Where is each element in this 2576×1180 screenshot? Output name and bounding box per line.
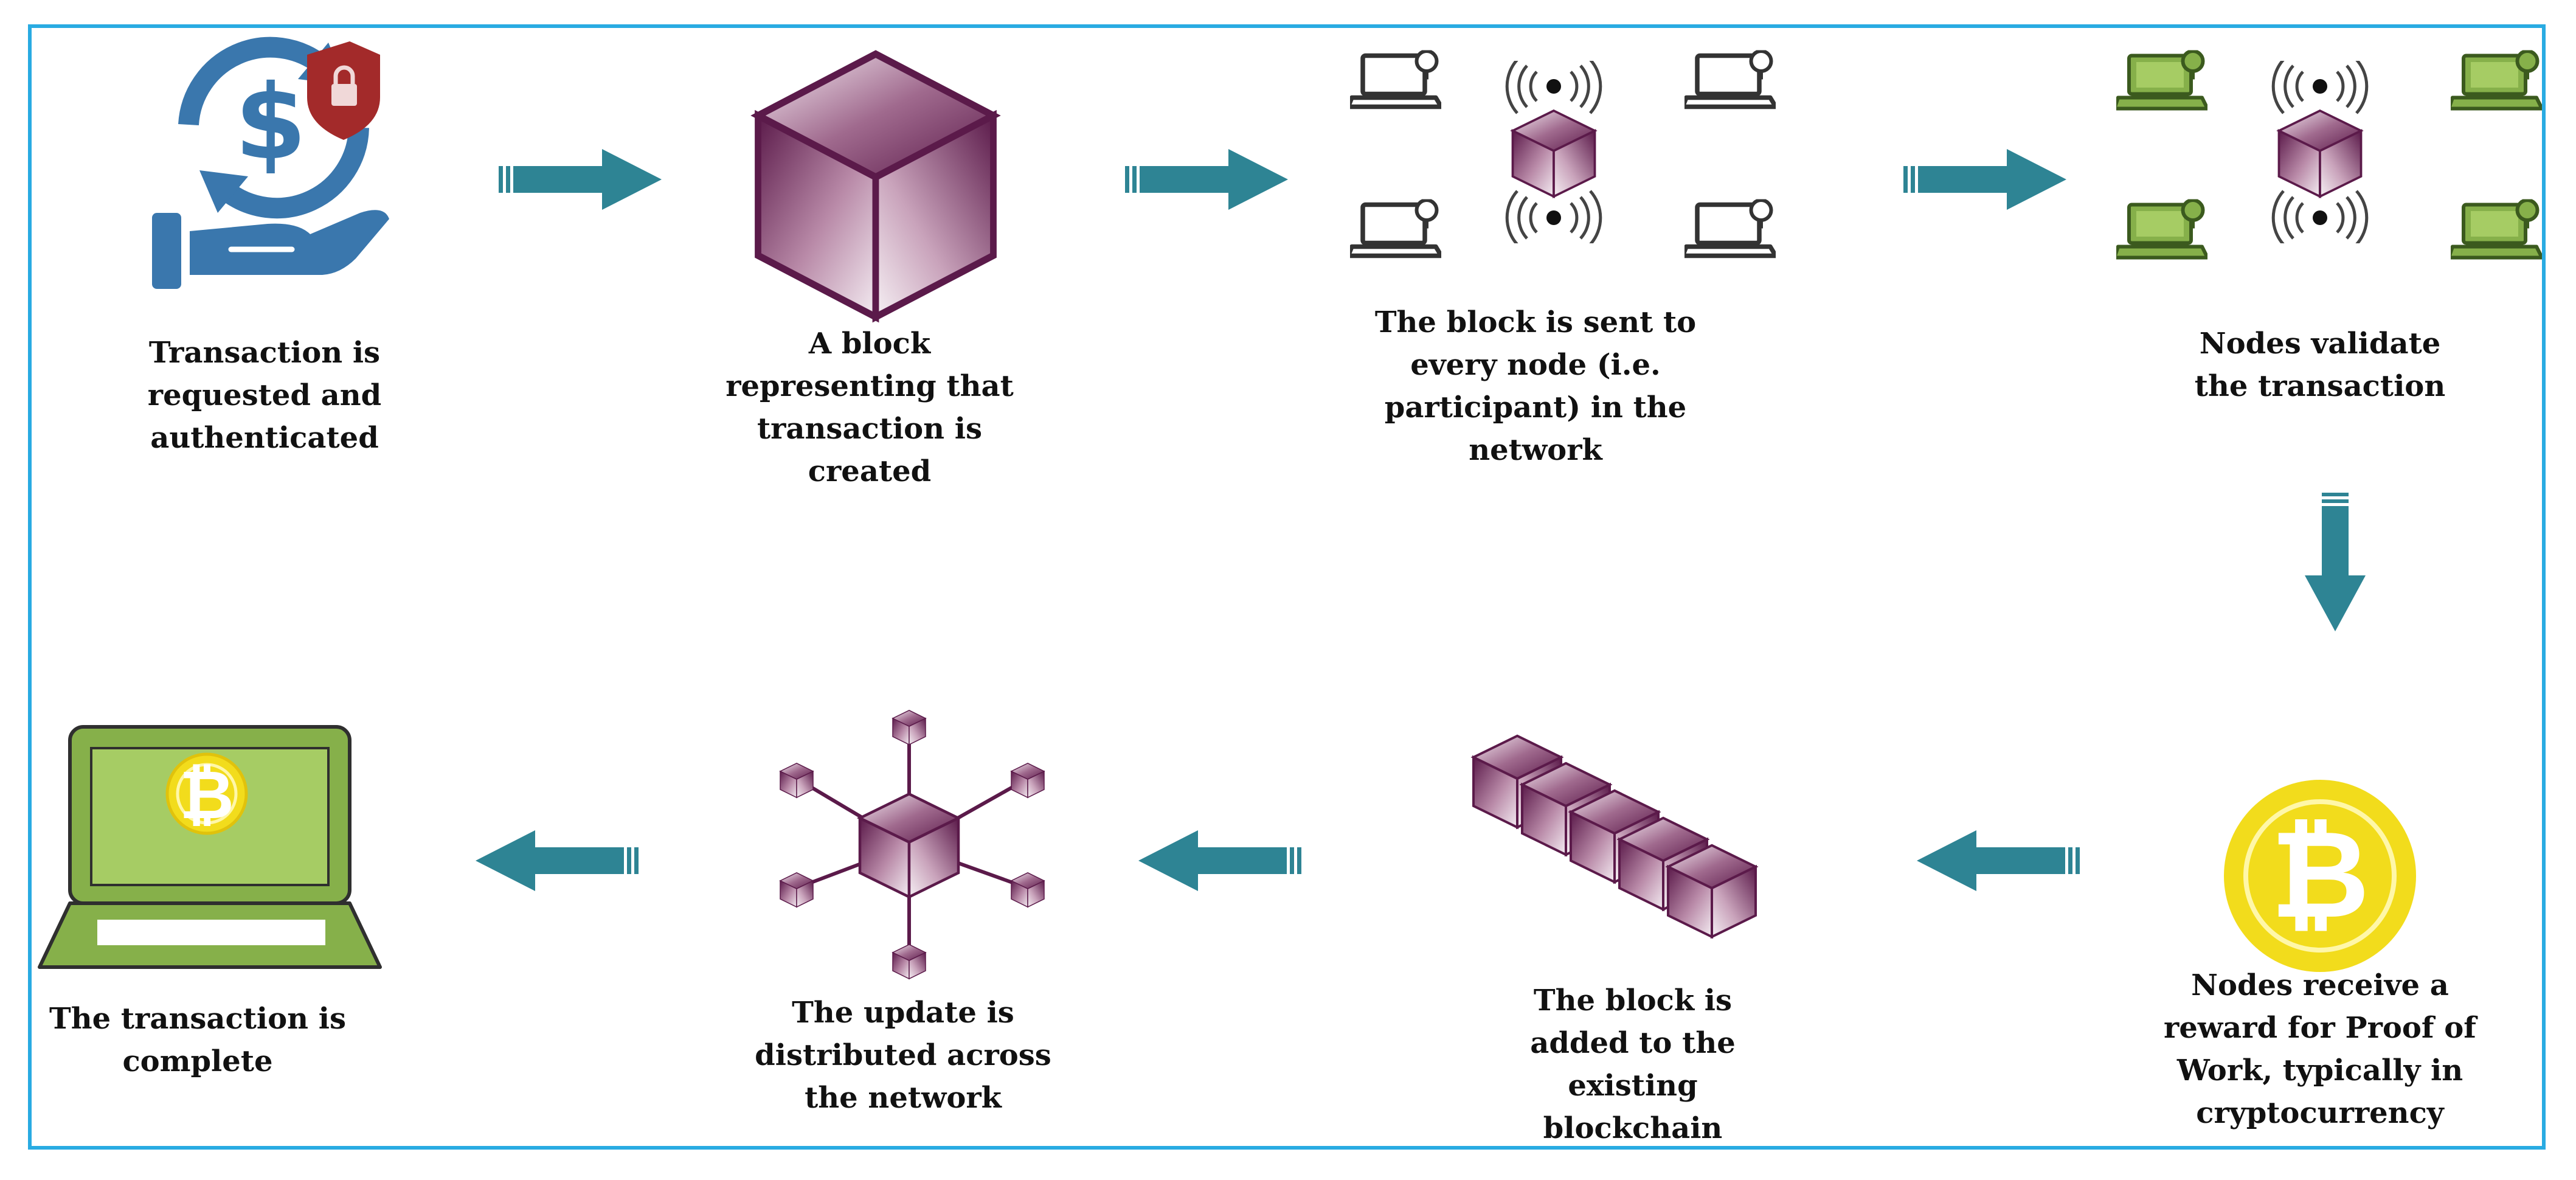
- step-request-caption: Transaction is requested and authenticat…: [147, 336, 382, 455]
- laptop-node-icon: [1684, 49, 1776, 116]
- diagram-frame: [28, 24, 2546, 1150]
- svg-text:₿: ₿: [2271, 804, 2370, 946]
- svg-text:₿: ₿: [179, 756, 234, 834]
- step-add-caption: The block is added to the existing block…: [1530, 984, 1736, 1145]
- laptop-node-icon: [1350, 198, 1441, 265]
- laptop-node-green-icon: [2116, 198, 2207, 265]
- laptop-node-icon: [1684, 198, 1776, 265]
- step-distribute-caption: The update is distributed across the net…: [755, 996, 1051, 1115]
- arrow-left-icon: [1917, 830, 2080, 891]
- arrow-left-icon: [1138, 830, 1301, 891]
- network-broadcast-icon: [1350, 49, 1782, 274]
- step-validate-caption: Nodes validate the transaction: [2194, 327, 2446, 403]
- step-reward-caption: Nodes receive a reward for Proof of Work…: [2164, 968, 2476, 1130]
- laptop-node-green-icon: [2451, 198, 2542, 265]
- broadcasting-block-icon: [1493, 61, 1615, 243]
- svg-text:$: $: [235, 63, 306, 183]
- step-create-caption: A block representing that transaction is…: [725, 327, 1014, 488]
- laptop-node-icon: [1350, 49, 1441, 116]
- arrow-right-icon: [1903, 149, 2066, 210]
- distributed-network-icon: [780, 710, 1045, 979]
- laptop-node-green-icon: [2451, 49, 2542, 116]
- validated-nodes-icon: [2116, 49, 2548, 274]
- arrow-right-icon: [499, 149, 662, 210]
- bitcoin-coin-icon: ₿: [2224, 780, 2416, 972]
- block-cube-icon: [745, 46, 1006, 325]
- step-broadcast-caption: The block is sent to every node (i.e. pa…: [1374, 305, 1697, 467]
- arrow-right-icon: [1125, 149, 1288, 210]
- blockchain-icon: [1469, 730, 1797, 955]
- bitcoin-laptop-icon: ₿: [38, 725, 382, 969]
- money-hand-shield-icon: $: [152, 36, 389, 289]
- broadcasting-block-icon: [2259, 61, 2381, 243]
- arrow-left-icon: [476, 830, 639, 891]
- arrow-down-icon: [2305, 493, 2366, 631]
- laptop-node-green-icon: [2116, 49, 2207, 116]
- step-complete-caption: The transaction is complete: [49, 1002, 346, 1078]
